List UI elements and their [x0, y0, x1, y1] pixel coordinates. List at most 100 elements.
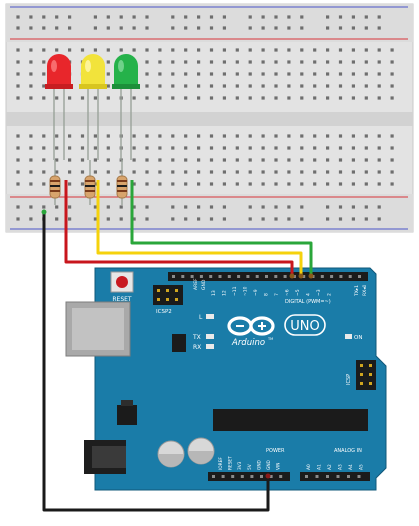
- rail-hole: [184, 26, 188, 30]
- rail-hole: [16, 217, 20, 221]
- breadboard-hole: [338, 60, 343, 64]
- usb-chip: [172, 334, 186, 352]
- rail-hole: [119, 15, 123, 19]
- resistor-1-band-2: [50, 185, 60, 187]
- rail-hole: [106, 26, 110, 30]
- digital-pin-label: ~11: [232, 286, 238, 296]
- icsp-block: [356, 360, 376, 390]
- digital-pin-label: ~9: [253, 289, 259, 296]
- breadboard-hole: [158, 158, 162, 162]
- breadboard-hole: [68, 134, 72, 138]
- tm-mark: TM: [267, 337, 273, 341]
- breadboard-hole: [42, 182, 46, 186]
- breadboard-hole: [42, 146, 46, 150]
- rail-hole: [132, 205, 136, 209]
- center-channel: [6, 112, 413, 126]
- rail-hole: [222, 205, 226, 209]
- breadboard-hole: [390, 170, 394, 174]
- resistor-2-band-3: [85, 190, 95, 192]
- breadboard-hole: [261, 182, 265, 186]
- rail-hole: [93, 15, 97, 19]
- breadboard-hole: [158, 72, 162, 76]
- analog-pin-label: A4: [348, 464, 354, 470]
- breadboard-hole: [326, 182, 330, 186]
- breadboard-hole: [209, 84, 214, 88]
- power-header-pins: [212, 475, 283, 478]
- green-led: [112, 54, 140, 160]
- icsp-label: ICSP: [346, 374, 352, 385]
- regulator-tab: [121, 400, 133, 406]
- arduino-logo: [227, 316, 275, 336]
- breadboard-hole: [351, 72, 355, 76]
- analog-label: ANALOG IN: [334, 448, 362, 454]
- breadboard-hole: [197, 146, 201, 150]
- breadboard-hole: [222, 48, 226, 52]
- breadboard-hole: [313, 134, 317, 138]
- breadboard-hole: [197, 48, 201, 52]
- resistor-2-band-1: [85, 180, 95, 182]
- breadboard-hole: [209, 158, 214, 162]
- breadboard-hole: [313, 146, 317, 150]
- breadboard-hole: [287, 146, 291, 150]
- breadboard-hole: [235, 134, 239, 138]
- breadboard-hole: [16, 170, 20, 174]
- icsp2-pin: [157, 298, 160, 301]
- rail-hole: [222, 217, 226, 221]
- breadboard-hole: [106, 146, 110, 150]
- breadboard-hole: [261, 170, 265, 174]
- breadboard-hole: [338, 170, 343, 174]
- power-pin: [212, 475, 215, 478]
- breadboard-hole: [119, 48, 123, 52]
- icsp-pin: [369, 382, 372, 385]
- rail-hole: [261, 205, 265, 209]
- breadboard-hole: [93, 134, 97, 138]
- tx-label: TX: [192, 334, 201, 341]
- rail-hole: [222, 26, 226, 30]
- analog-pin: [357, 475, 361, 478]
- digital-pin: [209, 275, 213, 278]
- digital-pin: [181, 275, 185, 278]
- breadboard-hole: [171, 60, 175, 64]
- rail-hole: [68, 205, 72, 209]
- rail-hole: [42, 205, 46, 209]
- breadboard-hole: [209, 170, 214, 174]
- digital-pin: [320, 275, 324, 278]
- breadboard-hole: [106, 84, 110, 88]
- breadboard-hole: [145, 182, 149, 186]
- breadboard-hole: [326, 48, 330, 52]
- green-led-body: [114, 54, 138, 86]
- rx-led: [206, 344, 214, 349]
- breadboard-hole: [209, 182, 214, 186]
- breadboard-hole: [300, 72, 304, 76]
- rail-hole: [171, 205, 175, 209]
- red-led: [45, 54, 73, 160]
- reset-button-cap[interactable]: [116, 276, 128, 288]
- breadboard-hole: [171, 96, 175, 100]
- breadboard-hole: [261, 134, 265, 138]
- breadboard-hole: [184, 182, 188, 186]
- resistor-3-band-1: [117, 180, 127, 182]
- rail-hole: [197, 205, 201, 209]
- breadboard-hole: [184, 72, 188, 76]
- breadboard-hole: [364, 48, 368, 52]
- digital-pin: [330, 275, 334, 278]
- breadboard-hole: [132, 170, 136, 174]
- analog-pin-label: A0: [306, 464, 312, 470]
- breadboard-hole: [184, 158, 188, 162]
- breadboard-hole: [235, 96, 239, 100]
- breadboard-hole: [158, 134, 162, 138]
- breadboard-hole: [222, 84, 226, 88]
- breadboard-hole: [106, 170, 110, 174]
- breadboard-hole: [390, 134, 394, 138]
- rail-hole: [197, 26, 201, 30]
- rail-hole: [377, 26, 381, 30]
- breadboard-hole: [222, 96, 226, 100]
- digital-pin: [246, 275, 250, 278]
- analog-pin-label: A2: [327, 464, 333, 470]
- rail-hole: [145, 217, 149, 221]
- breadboard-hole: [313, 60, 317, 64]
- digital-pin: [237, 275, 241, 278]
- tx1-pin-label: TX▸1: [354, 285, 360, 297]
- icsp2-pin: [166, 298, 169, 301]
